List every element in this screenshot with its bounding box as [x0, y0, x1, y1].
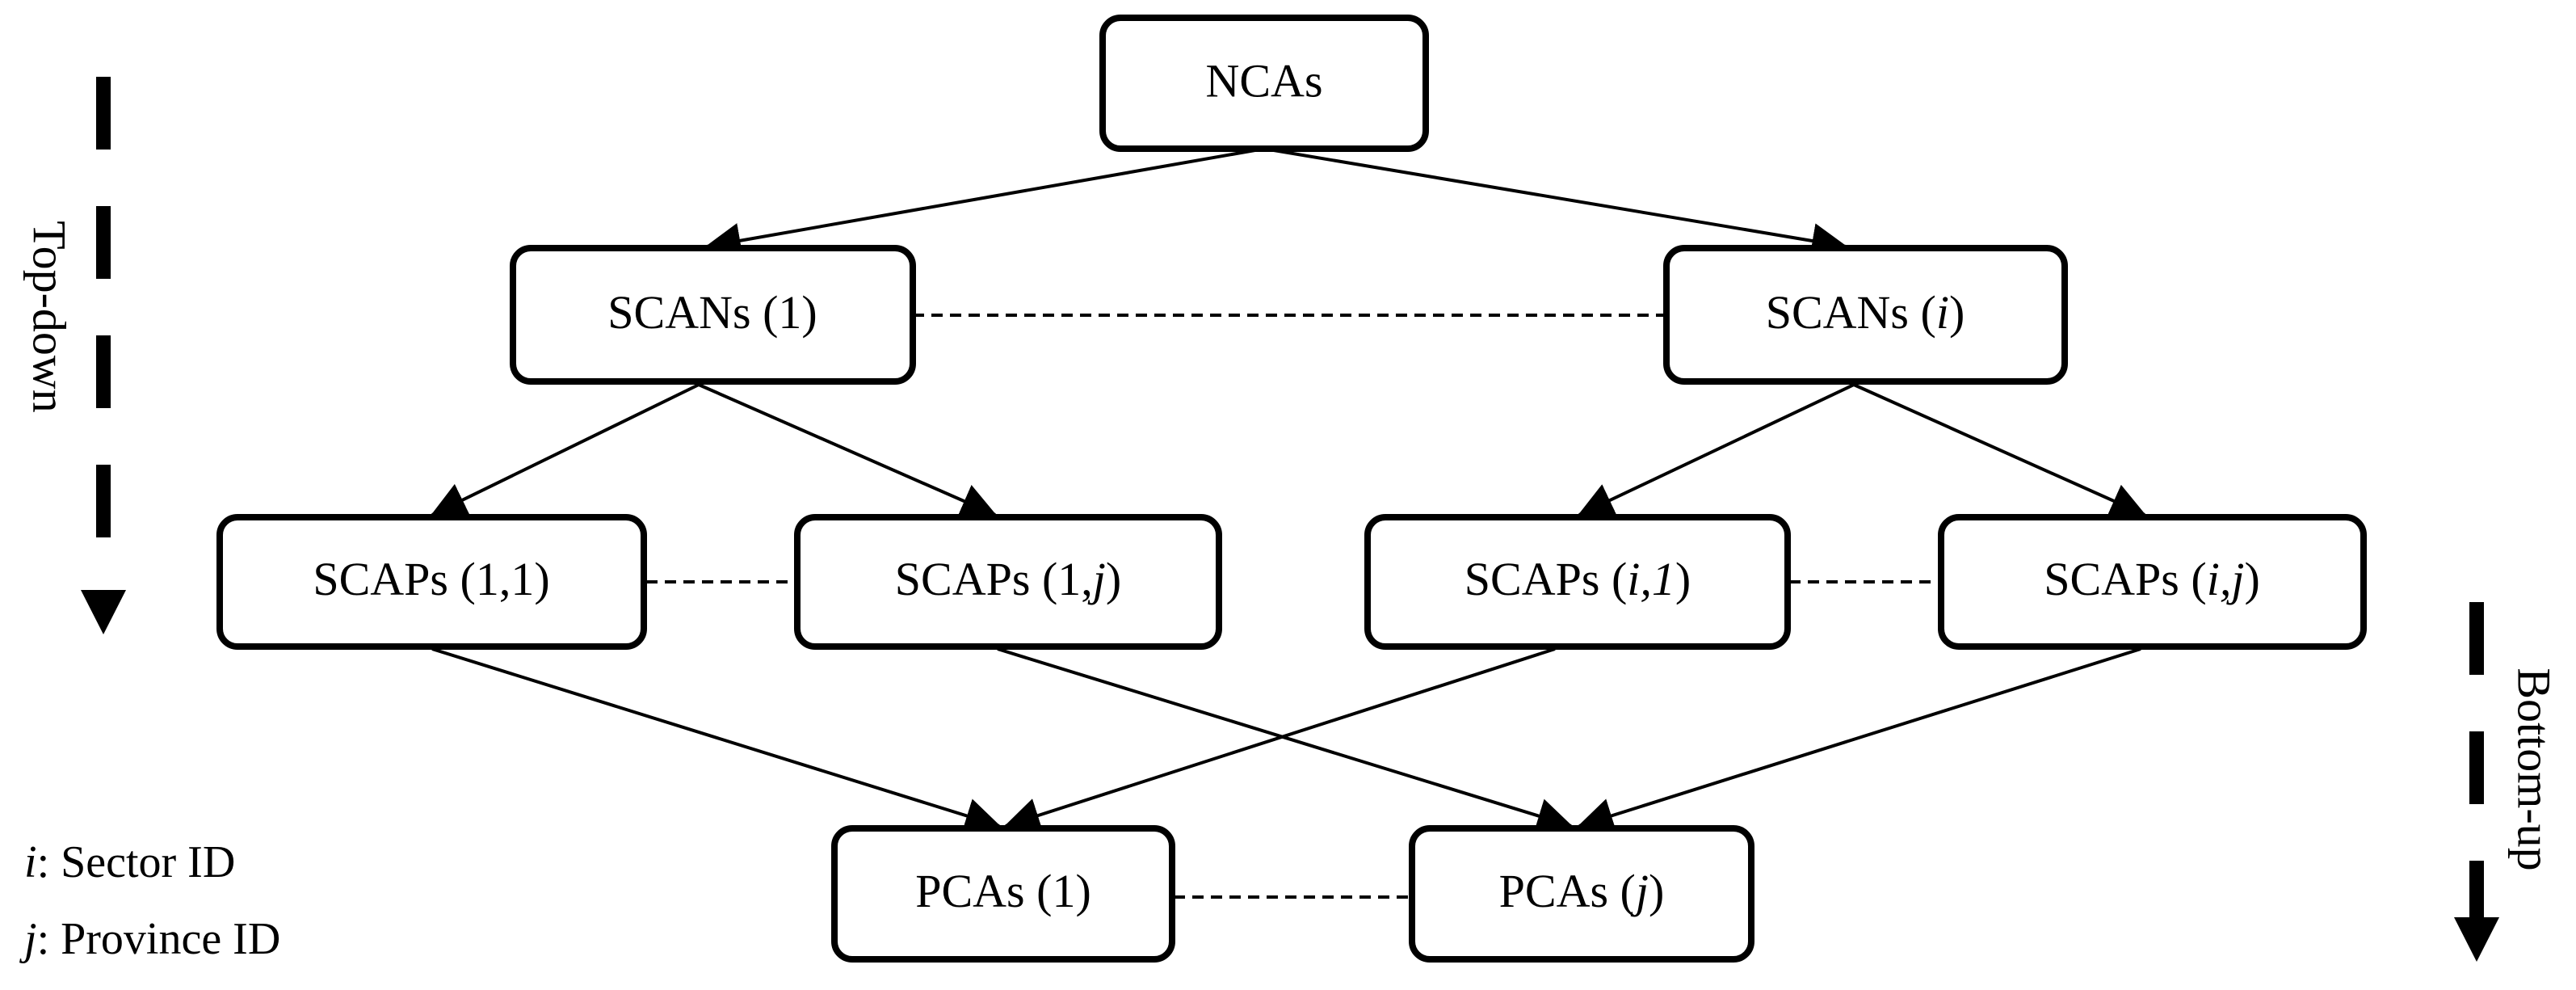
node-scaps-1-j-label: SCAPs (1,j): [895, 553, 1121, 605]
node-scaps-1-j: SCAPs (1,j): [794, 514, 1222, 650]
edge-scaps-1-j-to-pcas-j: [997, 647, 1574, 833]
legend: i: Sector ID j: Province ID: [19, 837, 280, 964]
edge-scans-1-to-scaps-1-1: [431, 383, 700, 516]
edge-scaps-1-1-to-pcas-1: [431, 647, 1002, 833]
node-pcas-j: PCAs (j): [1409, 825, 1754, 963]
node-scaps-i-j-label: SCAPs (i,j): [2044, 553, 2260, 605]
node-ncas-label: NCAs: [1205, 54, 1322, 107]
node-scaps-1-1: SCAPs (1,1): [216, 514, 647, 650]
top-down-label: Top-down: [23, 221, 76, 413]
node-scaps-i-j: SCAPs (i,j): [1938, 514, 2367, 650]
node-ncas: NCAs: [1099, 15, 1429, 152]
node-pcas-1: PCAs (1): [831, 825, 1175, 963]
top-down-arrow: [81, 77, 126, 634]
node-scaps-i-1: SCAPs (i,1): [1364, 514, 1791, 650]
node-scans-i-label: SCANs (i): [1766, 286, 1965, 339]
node-pcas-1-label: PCAs (1): [915, 865, 1091, 917]
edge-ncas-to-scans-i: [1263, 147, 1848, 259]
node-scans-1-label: SCANs (1): [607, 286, 817, 339]
edge-scans-i-to-scaps-i-j: [1853, 383, 2147, 518]
edge-scans-1-to-scaps-1-j: [698, 383, 998, 518]
node-scans-i: SCANs (i): [1663, 245, 2068, 385]
edge-scaps-i-j-to-pcas-j: [1577, 647, 2141, 833]
node-scaps-i-1-label: SCAPs (i,1): [1464, 553, 1691, 605]
node-pcas-j-label: PCAs (j): [1499, 865, 1665, 917]
bottom-up-label: Bottom-up: [2508, 668, 2561, 870]
legend-province: j: Province ID: [19, 914, 280, 964]
edge-ncas-to-scans-1: [704, 147, 1265, 259]
bottom-up-arrow: [2454, 602, 2499, 962]
legend-sector: i: Sector ID: [24, 837, 235, 887]
edge-scans-i-to-scaps-i-1: [1578, 383, 1855, 516]
node-scaps-1-1-label: SCAPs (1,1): [313, 553, 549, 605]
node-scans-1: SCANs (1): [510, 245, 916, 385]
